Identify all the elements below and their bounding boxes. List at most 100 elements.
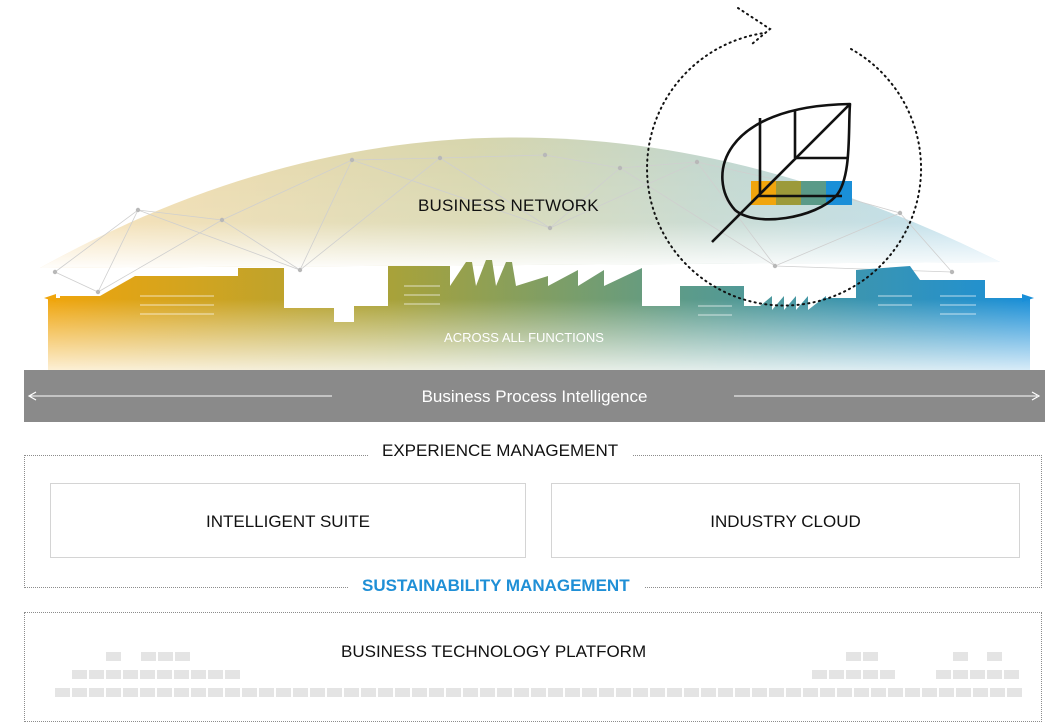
platform-block <box>987 652 1002 661</box>
platform-block <box>880 670 895 679</box>
platform-block <box>140 688 155 697</box>
platform-block <box>769 688 784 697</box>
platform-block <box>259 688 274 697</box>
platform-block <box>208 670 223 679</box>
platform-block <box>123 670 138 679</box>
platform-block <box>242 688 257 697</box>
platform-block <box>208 688 223 697</box>
platform-block <box>514 688 529 697</box>
platform-block <box>344 688 359 697</box>
platform-block <box>480 688 495 697</box>
platform-block <box>803 688 818 697</box>
platform-block <box>1007 688 1022 697</box>
platform-block <box>936 670 951 679</box>
platform-block <box>157 688 172 697</box>
platform-block <box>863 652 878 661</box>
industry-cloud-box: INDUSTRY CLOUD <box>551 483 1020 558</box>
bpi-arrows <box>27 391 1041 401</box>
platform-block <box>191 670 206 679</box>
platform-block <box>174 670 189 679</box>
platform-grid <box>55 652 1022 697</box>
platform-block <box>548 688 563 697</box>
platform-block <box>531 688 546 697</box>
platform-block <box>684 688 699 697</box>
platform-block <box>718 688 733 697</box>
platform-block <box>922 688 937 697</box>
platform-block <box>157 670 172 679</box>
sustainability-management-label: SUSTAINABILITY MANAGEMENT <box>348 576 644 596</box>
platform-block <box>582 688 597 697</box>
platform-block <box>846 670 861 679</box>
platform-block <box>786 688 801 697</box>
platform-block <box>463 688 478 697</box>
platform-block <box>953 652 968 661</box>
platform-block <box>225 670 240 679</box>
platform-block <box>141 652 156 661</box>
platform-block <box>55 688 70 697</box>
across-functions-label: ACROSS ALL FUNCTIONS <box>444 330 604 345</box>
platform-block <box>395 688 410 697</box>
business-technology-platform-label: BUSINESS TECHNOLOGY PLATFORM <box>341 642 647 661</box>
platform-block <box>956 688 971 697</box>
platform-block <box>158 652 173 661</box>
platform-block <box>225 688 240 697</box>
platform-block <box>123 688 138 697</box>
platform-block <box>106 652 121 661</box>
platform-block <box>735 688 750 697</box>
platform-block <box>863 670 878 679</box>
factory-skyline-icon <box>40 260 1036 372</box>
platform-block <box>412 688 427 697</box>
platform-block <box>973 688 988 697</box>
platform-block <box>667 688 682 697</box>
platform-block <box>565 688 580 697</box>
business-technology-platform-frame <box>24 612 1042 722</box>
platform-block <box>829 670 844 679</box>
platform-block <box>990 688 1005 697</box>
platform-block <box>89 670 104 679</box>
platform-block <box>327 688 342 697</box>
platform-block <box>987 670 1002 679</box>
platform-block <box>106 670 121 679</box>
platform-block <box>970 670 985 679</box>
intelligent-suite-label: INTELLIGENT SUITE <box>205 512 371 531</box>
platform-block <box>939 688 954 697</box>
platform-block <box>174 688 189 697</box>
platform-block <box>701 688 716 697</box>
platform-block <box>89 688 104 697</box>
platform-block <box>650 688 665 697</box>
platform-block <box>72 670 87 679</box>
platform-block <box>888 688 903 697</box>
platform-block <box>846 652 861 661</box>
platform-block <box>871 688 886 697</box>
platform-block <box>378 688 393 697</box>
platform-block <box>276 688 291 697</box>
platform-block <box>820 688 835 697</box>
platform-block <box>953 670 968 679</box>
platform-block <box>812 670 827 679</box>
platform-block <box>1004 670 1019 679</box>
platform-block <box>752 688 767 697</box>
platform-block <box>616 688 631 697</box>
platform-block <box>310 688 325 697</box>
platform-block <box>106 688 121 697</box>
platform-block <box>599 688 614 697</box>
cycle-arrowhead <box>737 7 772 45</box>
business-process-intelligence-bar: Business Process Intelligence <box>24 370 1045 422</box>
cycle-arrow-icon <box>646 32 923 307</box>
platform-block <box>429 688 444 697</box>
platform-block <box>446 688 461 697</box>
platform-block <box>175 652 190 661</box>
experience-management-label: EXPERIENCE MANAGEMENT <box>368 441 633 461</box>
bpi-label: Business Process Intelligence <box>421 387 648 406</box>
leaf-icon <box>711 102 852 243</box>
platform-block <box>497 688 512 697</box>
platform-block <box>837 688 852 697</box>
platform-block <box>905 688 920 697</box>
platform-block <box>633 688 648 697</box>
industry-cloud-label: INDUSTRY CLOUD <box>710 512 861 531</box>
platform-block <box>361 688 376 697</box>
platform-block <box>191 688 206 697</box>
business-network-label: BUSINESS NETWORK <box>418 196 599 215</box>
platform-block <box>854 688 869 697</box>
